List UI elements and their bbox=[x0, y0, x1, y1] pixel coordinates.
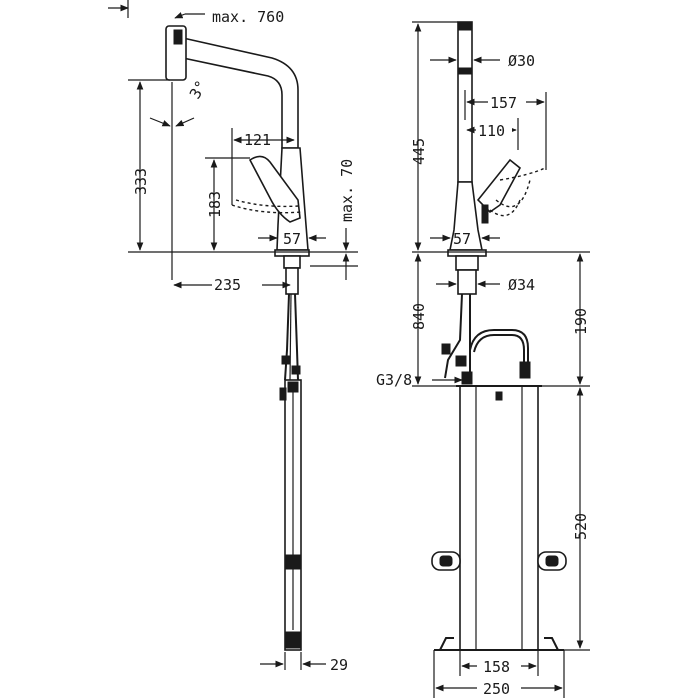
dim-840-label: 840 bbox=[410, 303, 428, 330]
dim-max-760-label: max. 760 bbox=[212, 8, 284, 26]
dim-520-label: 520 bbox=[572, 513, 590, 540]
dim-121-label: 121 bbox=[244, 131, 271, 149]
dim-445-label: 445 bbox=[410, 138, 428, 165]
dim-g38-label: G3/8 bbox=[376, 371, 412, 389]
dim-max-70-label: max. 70 bbox=[338, 159, 356, 222]
dim-157: 157 bbox=[466, 92, 547, 170]
dim-333-label: 333 bbox=[132, 168, 150, 195]
dim-29-label: 29 bbox=[330, 656, 348, 674]
dim-183-label: 183 bbox=[206, 191, 224, 218]
dim-57-right: 57 bbox=[430, 230, 500, 248]
dim-57-left: 57 bbox=[258, 230, 326, 248]
dim-57-right-label: 57 bbox=[453, 230, 471, 248]
dim-157-label: 157 bbox=[490, 94, 517, 112]
dim-158: 158 bbox=[459, 650, 539, 676]
dim-333: 333 bbox=[128, 79, 170, 251]
dim-angle-3: 3° bbox=[149, 77, 211, 280]
dim-121: 121 bbox=[231, 128, 295, 205]
dim-235: 235 bbox=[173, 276, 291, 294]
handle-swing-arc bbox=[231, 204, 303, 214]
dim-dia30: Ø30 bbox=[430, 52, 535, 70]
dim-190: 190 bbox=[572, 253, 590, 385]
lever-front bbox=[476, 158, 522, 214]
dim-angle-3-label: 3° bbox=[186, 77, 211, 102]
dim-190-label: 190 bbox=[572, 308, 590, 335]
dim-dia34-label: Ø34 bbox=[508, 276, 535, 294]
dim-110: 110 bbox=[466, 118, 519, 150]
dim-840: 840 bbox=[410, 253, 428, 385]
dim-158-label: 158 bbox=[483, 658, 510, 676]
water-hose-loop bbox=[469, 329, 529, 378]
dim-max-70: max. 70 bbox=[310, 159, 358, 280]
dim-520: 520 bbox=[564, 387, 590, 651]
dim-57-left-label: 57 bbox=[283, 230, 301, 248]
dim-183: 183 bbox=[205, 157, 250, 251]
faucet-front-view bbox=[441, 21, 546, 385]
cabinet-outline bbox=[459, 385, 539, 651]
dim-235-label: 235 bbox=[214, 276, 241, 294]
dim-dia30-label: Ø30 bbox=[508, 52, 535, 70]
dim-max-760: max. 760 bbox=[108, 0, 284, 26]
dim-250: 250 bbox=[433, 650, 565, 698]
dim-g38: G3/8 bbox=[376, 371, 463, 389]
dim-445: 445 bbox=[410, 21, 458, 251]
faucet-side-view bbox=[165, 25, 310, 651]
cabinet bbox=[431, 385, 567, 651]
dim-110-label: 110 bbox=[478, 122, 505, 140]
supply-hoses bbox=[284, 293, 290, 381]
dim-29: 29 bbox=[260, 652, 348, 674]
dim-250-label: 250 bbox=[483, 680, 510, 698]
dim-dia34: Ø34 bbox=[436, 276, 535, 294]
